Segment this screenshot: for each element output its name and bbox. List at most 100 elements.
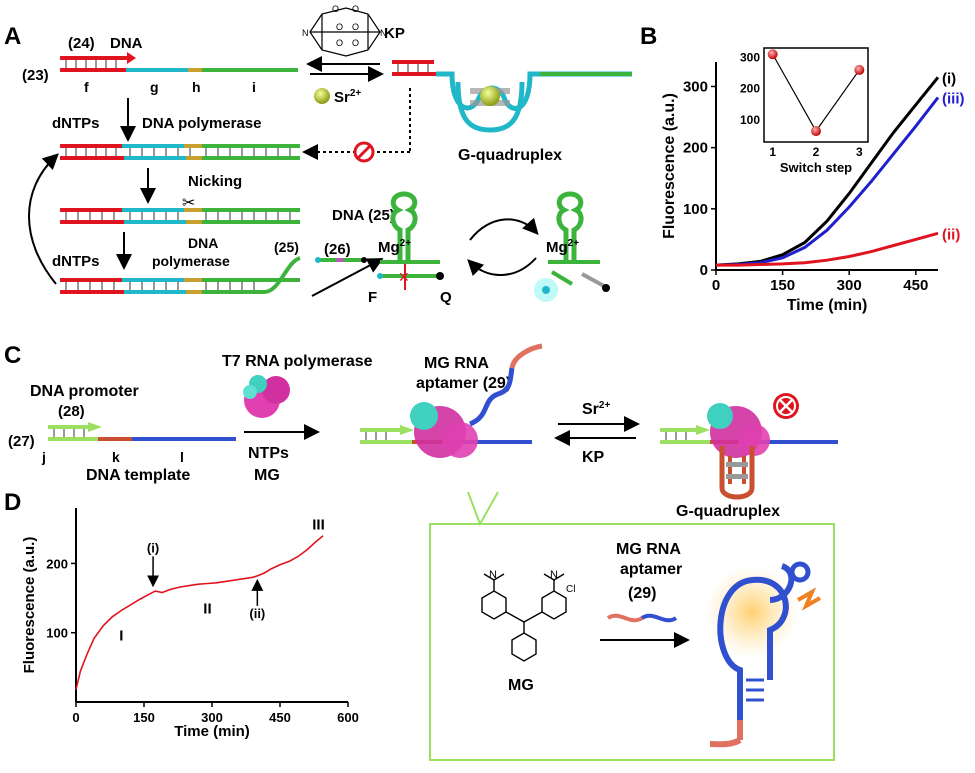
label-aptamer-2: aptamer (29) [416,375,511,392]
atom-n-plus: N [550,569,558,581]
label-kp: KP [384,25,405,42]
x-tick-label: 150 [770,277,795,294]
label-mg-2: Mg2+ [546,238,579,256]
x-tick-label: 0 [72,710,79,725]
malachite-green-structure [481,573,567,662]
inset-point [854,64,865,75]
legend-label: (i) [942,70,956,87]
y-axis-label: Fluorescence (a.u.) [661,93,678,239]
g-quadruplex-duplex [392,60,632,133]
phase-label: III [312,516,325,533]
atom-o-3: O [336,22,343,32]
label-dna-template: DNA template [86,467,190,484]
segment-g: g [150,79,159,95]
x-tick-label: 600 [337,710,359,725]
label-q: Q [440,289,452,306]
series-line [75,535,324,690]
y-tick-label: 100 [46,626,68,641]
y-tick-label: 100 [683,201,708,218]
mg-binding-inset: N N Cl MG MG RNA aptamer (29) [429,491,835,761]
label-dna-25: DNA (25) [332,207,395,224]
curved-arrow-forward [469,217,539,241]
curved-arrow-back [467,257,537,277]
cycle-arrow [28,153,59,285]
atom-o-5: O [336,38,343,48]
atom-o-1: O [332,4,339,14]
segment-h: h [192,79,201,95]
blocked-icon [773,393,799,419]
fluorescence-bolt-icon [797,587,821,611]
label-sr: Sr2+ [334,88,361,106]
inset-point [811,126,821,137]
inset-x-tick-label: 3 [856,145,863,159]
t7-polymerase-icon [243,375,290,418]
x-tick-label: 300 [201,710,223,725]
x-axis-label: Time (min) [174,723,250,740]
label-dntps-1: dNTPs [52,115,100,132]
label-kp-c: KP [582,449,605,466]
y-tick-label: 200 [683,140,708,157]
label-mg-inset: MG [508,677,534,694]
cleavage-x-icon: ✕ [398,269,410,285]
inset-aptamer-2: aptamer [620,561,682,578]
arrow-to-dnazyme [311,258,384,297]
x-axis-label: Time (min) [787,297,868,314]
dna-duplex-extended [60,144,300,160]
crown-ether-kp-structure [309,7,381,57]
inset-x-tick-label: 1 [769,145,776,159]
panel-a: (24) DNA (23) f g h i O O O O O O N N KP… [22,4,632,306]
inset-x-axis-label: Switch step [780,160,852,175]
series-line [716,231,939,267]
atom-n-2: N [380,28,387,38]
label-g-quadruplex: G-quadruplex [458,147,562,164]
inset-point [767,49,778,60]
label-23: (23) [22,67,49,84]
panel-label-c: C [4,342,21,369]
x-tick-label: 0 [712,277,720,294]
label-t7: T7 RNA polymerase [222,353,373,370]
label-dna: DNA [110,35,143,52]
segment-j: j [41,449,46,465]
atom-n-1: N [302,28,309,38]
aptamer-complex-glow [706,561,821,748]
panel-c: T7 RNA polymerase DNA promoter (28) (27)… [8,343,838,520]
x-tick-label: 300 [837,277,862,294]
label-polymerase-2: polymerase [152,253,230,269]
label-dna-promoter: DNA promoter [30,383,139,400]
panel-label-d: D [4,489,21,516]
annotation-label: (i) [147,540,159,555]
x-tick-label: 150 [133,710,155,725]
label-25a: (25) [274,239,299,255]
phase-label: I [119,628,123,645]
segment-f: f [84,79,89,95]
label-dna-polymerase-1: DNA polymerase [142,115,262,132]
dna-duplex-top [60,52,298,72]
segment-l: l [180,449,184,465]
y-tick-label: 200 [46,556,68,571]
dna-duplex-nicked [60,208,300,224]
y-tick-label: 0 [700,262,708,279]
atom-o-4: O [352,22,359,32]
atom-o-2: O [352,4,359,14]
panel-label-b: B [640,23,657,50]
inset-aptamer-1: MG RNA [616,541,681,558]
blocked-transcription-complex [660,403,838,500]
label-ntps: NTPs [248,445,289,462]
label-27: (27) [8,433,35,450]
x-tick-label: 450 [269,710,291,725]
panel-label-a: A [4,23,21,50]
label-g-quadruplex-c: G-quadruplex [676,503,780,520]
substrate-26 [315,257,367,263]
inset-y-tick-label: 300 [740,50,760,64]
segment-i: i [252,79,256,95]
annotation-label: (ii) [249,606,265,621]
label-mg-1: Mg2+ [378,238,411,256]
dnazyme-closed: ✕ [377,191,444,290]
y-tick-label: 300 [683,78,708,95]
label-dntps-2: dNTPs [52,253,100,270]
x-tick-label: 450 [903,277,928,294]
inset-y-tick-label: 100 [740,113,760,127]
chloride-label: Cl [566,584,575,595]
